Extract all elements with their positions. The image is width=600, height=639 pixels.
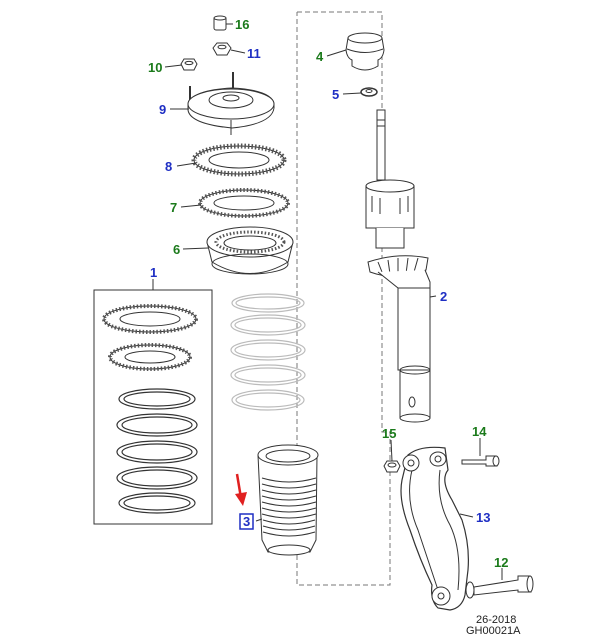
callout-8[interactable]: 8 [165,159,172,174]
part-2-shock-absorber[interactable] [365,109,431,423]
callout-2[interactable]: 2 [440,289,447,304]
assembly-dashed-outline [296,11,391,586]
part-10-nut[interactable] [180,58,198,71]
part-15-nut[interactable] [383,460,401,473]
callout-15[interactable]: 15 [382,426,396,441]
part-12-bolt[interactable] [473,575,534,596]
callout-4[interactable]: 4 [316,49,324,64]
callout-labels: 1 2 3 4 5 6 7 8 9 10 11 12 13 14 15 16 [148,17,508,570]
callout-13[interactable]: 13 [476,510,490,525]
callout-6[interactable]: 6 [173,242,180,257]
leader-lines [152,23,503,580]
part-1-spring-kit[interactable] [102,304,198,514]
reference-code: 26-2018 [476,614,517,626]
callout-14[interactable]: 14 [472,424,487,439]
callout-11[interactable]: 11 [247,46,261,61]
part-5-washer[interactable] [360,87,378,97]
callout-16[interactable]: 16 [235,17,249,32]
callout-7[interactable]: 7 [170,200,177,215]
part-8-upper-spring-seat[interactable] [191,143,287,177]
part-7-bearing[interactable] [198,188,290,218]
part-9-top-mount[interactable] [187,72,275,135]
part-3-dust-boot[interactable] [257,444,319,556]
callout-3-highlight-box [239,513,254,530]
assembly-coil-spring-ghost [230,293,306,411]
figure-id: GH00021A [466,625,521,637]
part-13-knuckle-bracket[interactable] [400,446,475,611]
part-11-nut[interactable] [212,42,232,56]
part-16-cap[interactable] [213,15,227,31]
callout-3[interactable]: 3 [243,514,250,529]
callout-12[interactable]: 12 [494,555,508,570]
callout-10[interactable]: 10 [148,60,162,75]
highlight-arrow [235,473,247,506]
part-6-spring-seat[interactable] [206,226,294,275]
part-14-bolt[interactable] [461,455,500,467]
part-4-bump-stop[interactable] [345,32,385,71]
callout-1[interactable]: 1 [150,265,157,280]
callout-9[interactable]: 9 [159,102,166,117]
callout-5[interactable]: 5 [332,87,339,102]
